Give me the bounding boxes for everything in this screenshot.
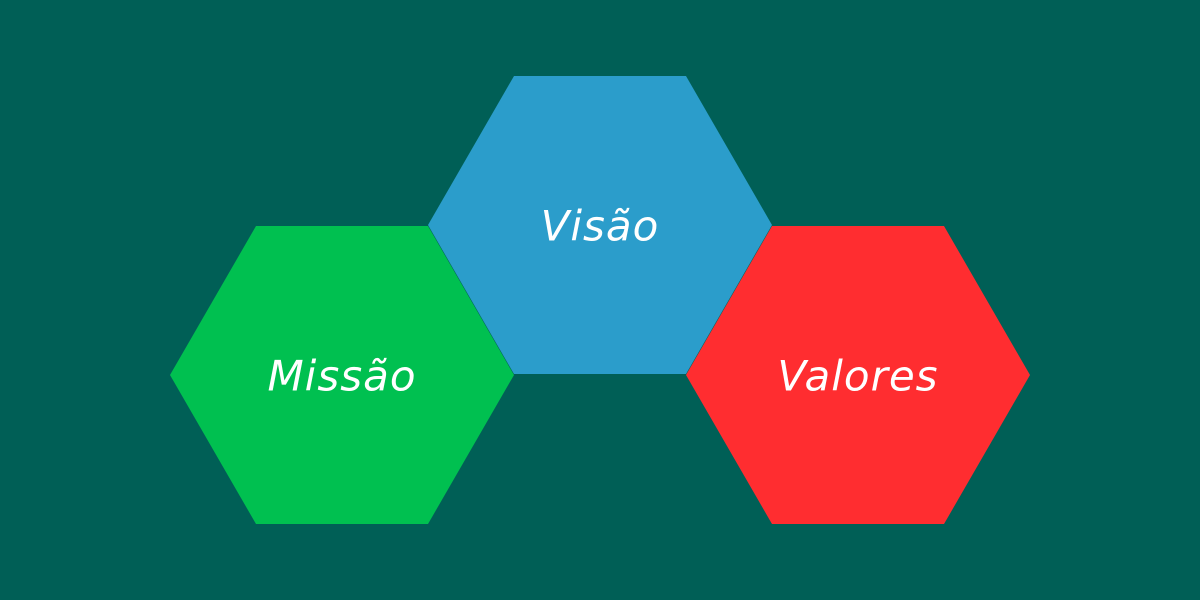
visao-label: Visão: [540, 201, 660, 251]
valores-label: Valores: [777, 351, 939, 401]
hexagon-visao: [428, 76, 772, 374]
missao-label: Missão: [267, 351, 417, 401]
hexagon-missao: [170, 226, 514, 524]
hexagon-valores: [686, 226, 1030, 524]
